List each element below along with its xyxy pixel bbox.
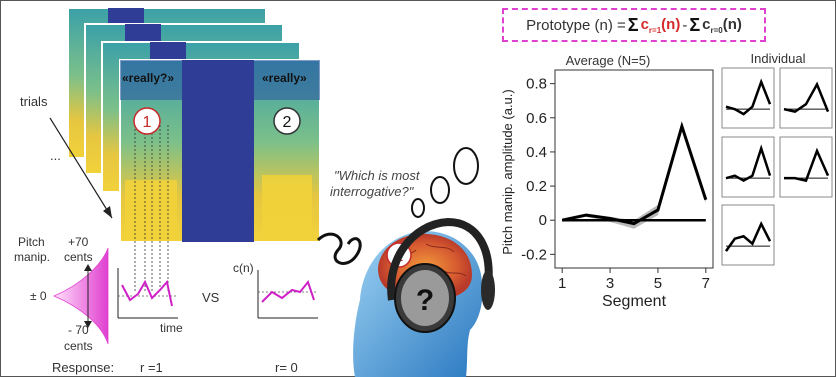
average-chart: Average (N=5) Pitch manip. amplitude (a.… <box>500 53 714 310</box>
individual-series-line <box>783 81 830 113</box>
question-line-2: interrogative?" <box>330 184 415 199</box>
headphone-question-mark: ? <box>416 284 434 317</box>
y-tick-label: 0.4 <box>526 144 547 161</box>
y-tick-label: 0 <box>539 212 547 229</box>
cable <box>316 232 362 265</box>
time-label: time <box>160 321 183 335</box>
front-spectrogram <box>119 59 321 292</box>
individual-title: Individual <box>751 51 806 66</box>
spec-word-2: «really» <box>262 71 307 85</box>
pitch-label-1: Pitch <box>18 235 45 249</box>
average-ylabel: Pitch manip. amplitude (a.u.) <box>500 89 515 254</box>
thought-bubble-large <box>453 147 479 185</box>
trials-ellipsis: ... <box>50 148 61 163</box>
cn-label: c(n) <box>233 261 254 275</box>
average-ticks: -0.2 0 0.2 0.4 0.6 0.8 1 3 5 7 <box>521 76 710 292</box>
pitch-distribution <box>52 247 109 345</box>
formula-c1: cr=1(n) <box>640 15 681 35</box>
contour-r0 <box>257 270 318 319</box>
individual-panel-frame <box>721 204 775 266</box>
average-error-band <box>562 122 706 229</box>
average-series-line <box>561 121 708 226</box>
individual-series-line <box>724 220 772 252</box>
pitch-label-2: manip. <box>14 250 50 264</box>
contour-r1 <box>117 268 178 319</box>
marker-2-label: 2 <box>283 114 292 131</box>
minus70-1: - 70 <box>68 323 89 337</box>
formula-prefix: Prototype (n) = <box>526 16 626 34</box>
plus70-1: +70 <box>68 235 89 249</box>
plus70-2: cents <box>64 250 93 264</box>
individual-series-line <box>725 78 772 116</box>
x-tick-label: 1 <box>558 275 566 292</box>
y-tick-label: 0.8 <box>526 76 547 93</box>
x-tick-label: 3 <box>606 275 614 292</box>
y-tick-label: 0.2 <box>526 178 547 195</box>
sum-symbol-2: Σ <box>689 14 701 35</box>
average-title: Average (N=5) <box>566 53 651 68</box>
response-label: Response: <box>52 360 114 375</box>
formula-c0: cr=0(n) <box>702 15 742 35</box>
silence-gap <box>182 60 254 242</box>
x-tick-label: 5 <box>654 275 662 292</box>
marker-1-label: 1 <box>143 114 152 131</box>
spec-word-1: «really?» <box>122 71 174 85</box>
trials-label: trials <box>20 94 48 109</box>
individual-panel-frame <box>721 136 775 198</box>
individual-panel-frame <box>779 67 833 129</box>
headphones-icon <box>387 217 495 333</box>
zero-label: ± 0 <box>30 289 47 303</box>
prototype-formula: Prototype (n) = Σ cr=1(n) - Σ cr=0(n) <box>502 8 766 42</box>
sum-symbol-1: Σ <box>627 14 639 35</box>
question-line-1: "Which is most <box>334 168 421 183</box>
marker-1 <box>133 107 161 135</box>
trials-arrow <box>49 117 113 219</box>
y-tick-label: 0.6 <box>526 110 547 127</box>
thought-bubble-small <box>411 198 425 218</box>
thought-bubble-medium <box>430 176 450 204</box>
minus70-2: cents <box>64 339 93 353</box>
marker-2 <box>273 107 301 135</box>
average-xlabel: Segment <box>602 293 667 310</box>
individual-series-line <box>725 144 772 183</box>
x-tick-label: 7 <box>702 275 710 292</box>
vs-label: VS <box>202 290 220 305</box>
individual-series-line <box>784 147 830 183</box>
formula-minus: - <box>682 16 688 34</box>
y-tick-label: -0.2 <box>521 246 547 263</box>
individual-panel-frame <box>721 67 775 129</box>
r1-label: r =1 <box>140 360 163 375</box>
r0-label: r= 0 <box>275 360 298 375</box>
individual-panels <box>721 67 833 266</box>
average-plot-frame <box>554 69 714 269</box>
